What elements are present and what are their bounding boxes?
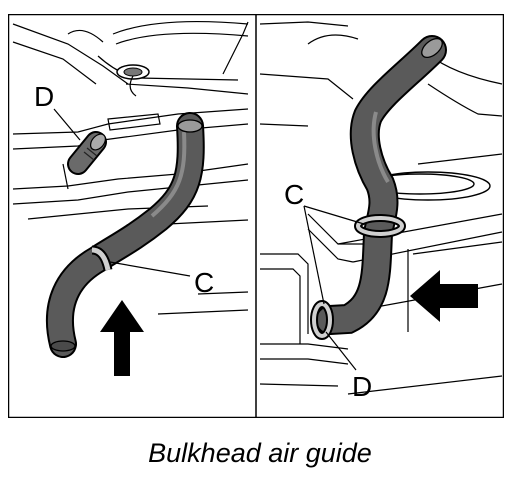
left-body-structure bbox=[12, 20, 249, 315]
right-label-d: D bbox=[352, 371, 372, 402]
figure-caption: Bulkhead air guide bbox=[148, 438, 372, 468]
left-panel: D C bbox=[12, 20, 249, 376]
left-hose-stub bbox=[67, 131, 107, 175]
right-label-c: C bbox=[284, 179, 304, 210]
left-air-hose bbox=[45, 112, 205, 358]
illustration: D C bbox=[8, 14, 504, 418]
left-leader-d bbox=[53, 108, 81, 141]
right-leader-d bbox=[325, 331, 357, 371]
right-direction-arrow bbox=[410, 270, 478, 322]
left-leader-c bbox=[109, 261, 191, 277]
right-leader-c-lower bbox=[303, 205, 325, 305]
right-air-hose bbox=[310, 35, 447, 340]
left-direction-arrow bbox=[100, 300, 144, 376]
right-leader-c-upper bbox=[303, 205, 365, 225]
left-label-d: D bbox=[34, 81, 54, 112]
right-panel: C D bbox=[259, 21, 503, 402]
grommet-stem bbox=[129, 75, 137, 97]
grommet-opening bbox=[123, 67, 143, 77]
left-label-c: C bbox=[194, 267, 214, 298]
